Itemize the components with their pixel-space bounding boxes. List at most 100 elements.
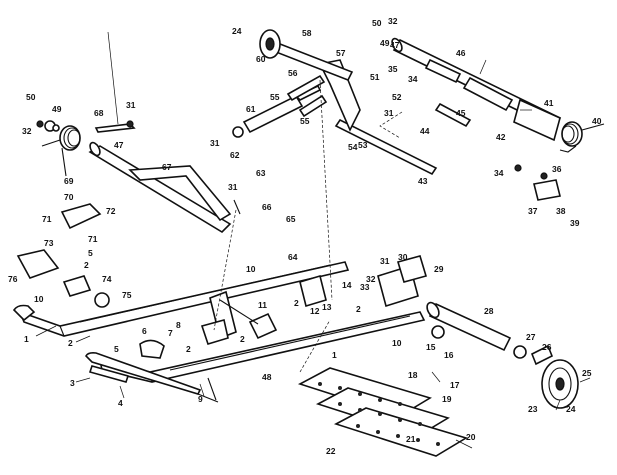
callout-8: 8 <box>176 320 181 330</box>
small-parts <box>16 164 561 401</box>
callout-28: 28 <box>484 306 494 316</box>
callout-66: 66 <box>262 202 272 212</box>
callout-53: 53 <box>358 140 368 150</box>
callout-2: 2 <box>84 260 89 270</box>
callout-34: 34 <box>408 74 418 84</box>
callout-41: 41 <box>544 98 554 108</box>
callout-32: 32 <box>22 126 32 136</box>
callout-18: 18 <box>408 370 418 380</box>
callout-26: 26 <box>542 342 552 352</box>
callout-71: 71 <box>88 234 98 244</box>
callout-32: 32 <box>388 16 398 26</box>
callout-31: 31 <box>380 256 390 266</box>
callout-16: 16 <box>444 350 454 360</box>
callout-49: 49 <box>380 38 390 48</box>
callout-34: 34 <box>494 168 504 178</box>
callout-24: 24 <box>232 26 242 36</box>
callout-36: 36 <box>552 164 562 174</box>
callout-44: 44 <box>420 126 430 136</box>
callout-22: 22 <box>326 446 336 456</box>
callout-3: 3 <box>70 378 75 388</box>
callout-10: 10 <box>392 338 402 348</box>
callout-52: 52 <box>392 92 402 102</box>
callout-43: 43 <box>418 176 428 186</box>
callout-47: 47 <box>390 40 400 50</box>
callout-32: 32 <box>366 274 376 284</box>
callout-13: 13 <box>322 302 332 312</box>
callout-33: 33 <box>360 282 370 292</box>
callout-2: 2 <box>356 304 361 314</box>
rear-arm-assembly <box>232 29 605 176</box>
callout-65: 65 <box>286 214 296 224</box>
callout-12: 12 <box>310 306 320 316</box>
callout-40: 40 <box>592 116 602 126</box>
callout-10: 10 <box>246 264 256 274</box>
callout-45: 45 <box>456 108 466 118</box>
callout-4: 4 <box>118 398 123 408</box>
callout-57: 57 <box>336 48 346 58</box>
callout-2: 2 <box>186 344 191 354</box>
callout-2: 2 <box>240 334 245 344</box>
callout-24: 24 <box>566 404 576 414</box>
leader-lines <box>35 31 591 449</box>
callout-67: 67 <box>162 162 172 172</box>
callout-6: 6 <box>142 326 147 336</box>
callout-42: 42 <box>496 132 506 142</box>
callout-73: 73 <box>44 238 54 248</box>
callout-63: 63 <box>256 168 266 178</box>
callout-11: 11 <box>258 300 267 310</box>
callout-5: 5 <box>88 248 93 258</box>
callout-62: 62 <box>230 150 240 160</box>
callout-68: 68 <box>94 108 104 118</box>
center-lines <box>213 79 403 373</box>
callout-38: 38 <box>556 206 566 216</box>
callout-29: 29 <box>434 264 444 274</box>
callout-70: 70 <box>64 192 74 202</box>
callout-55: 55 <box>270 92 280 102</box>
callout-51: 51 <box>370 72 380 82</box>
rear-axle-assembly <box>426 301 579 409</box>
callout-5: 5 <box>114 344 119 354</box>
callout-19: 19 <box>442 394 452 404</box>
callout-7: 7 <box>168 328 173 338</box>
callout-9: 9 <box>198 394 203 404</box>
callout-10: 10 <box>34 294 44 304</box>
callout-48: 48 <box>262 372 272 382</box>
callout-60: 60 <box>256 54 266 64</box>
callout-31: 31 <box>228 182 238 192</box>
callout-49: 49 <box>52 104 62 114</box>
callout-31: 31 <box>384 108 394 118</box>
torsion-spring-right <box>559 121 605 153</box>
front-arm-assembly <box>36 120 232 234</box>
callout-14: 14 <box>342 280 352 290</box>
callout-72: 72 <box>106 206 116 216</box>
callout-17: 17 <box>450 380 460 390</box>
callout-23: 23 <box>528 404 538 414</box>
callout-39: 39 <box>570 218 580 228</box>
callout-58: 58 <box>302 28 312 38</box>
callout-30: 30 <box>398 252 408 262</box>
callout-labels: 1 1 2 2 2 2 2 2 3 4 5 5 6 7 8 9 10 10 10… <box>8 16 602 456</box>
callout-31: 31 <box>210 138 220 148</box>
rail-assembly <box>12 261 426 403</box>
callout-54: 54 <box>348 142 358 152</box>
callout-75: 75 <box>122 290 132 300</box>
callout-35: 35 <box>388 64 398 74</box>
callout-1: 1 <box>332 350 337 360</box>
callout-15: 15 <box>426 342 436 352</box>
callout-47: 47 <box>114 140 124 150</box>
callout-31: 31 <box>126 100 136 110</box>
callout-2: 2 <box>68 338 73 348</box>
callout-61: 61 <box>246 104 256 114</box>
callout-69: 69 <box>64 176 74 186</box>
callout-25: 25 <box>582 368 592 378</box>
callout-50: 50 <box>372 18 382 28</box>
idler-wheel-top <box>259 29 281 59</box>
slide-plates <box>297 367 468 457</box>
callout-74: 74 <box>102 274 112 284</box>
callout-20: 20 <box>466 432 476 442</box>
torsion-spring-left <box>41 125 81 177</box>
callout-37: 37 <box>528 206 538 216</box>
callout-2: 2 <box>294 298 299 308</box>
